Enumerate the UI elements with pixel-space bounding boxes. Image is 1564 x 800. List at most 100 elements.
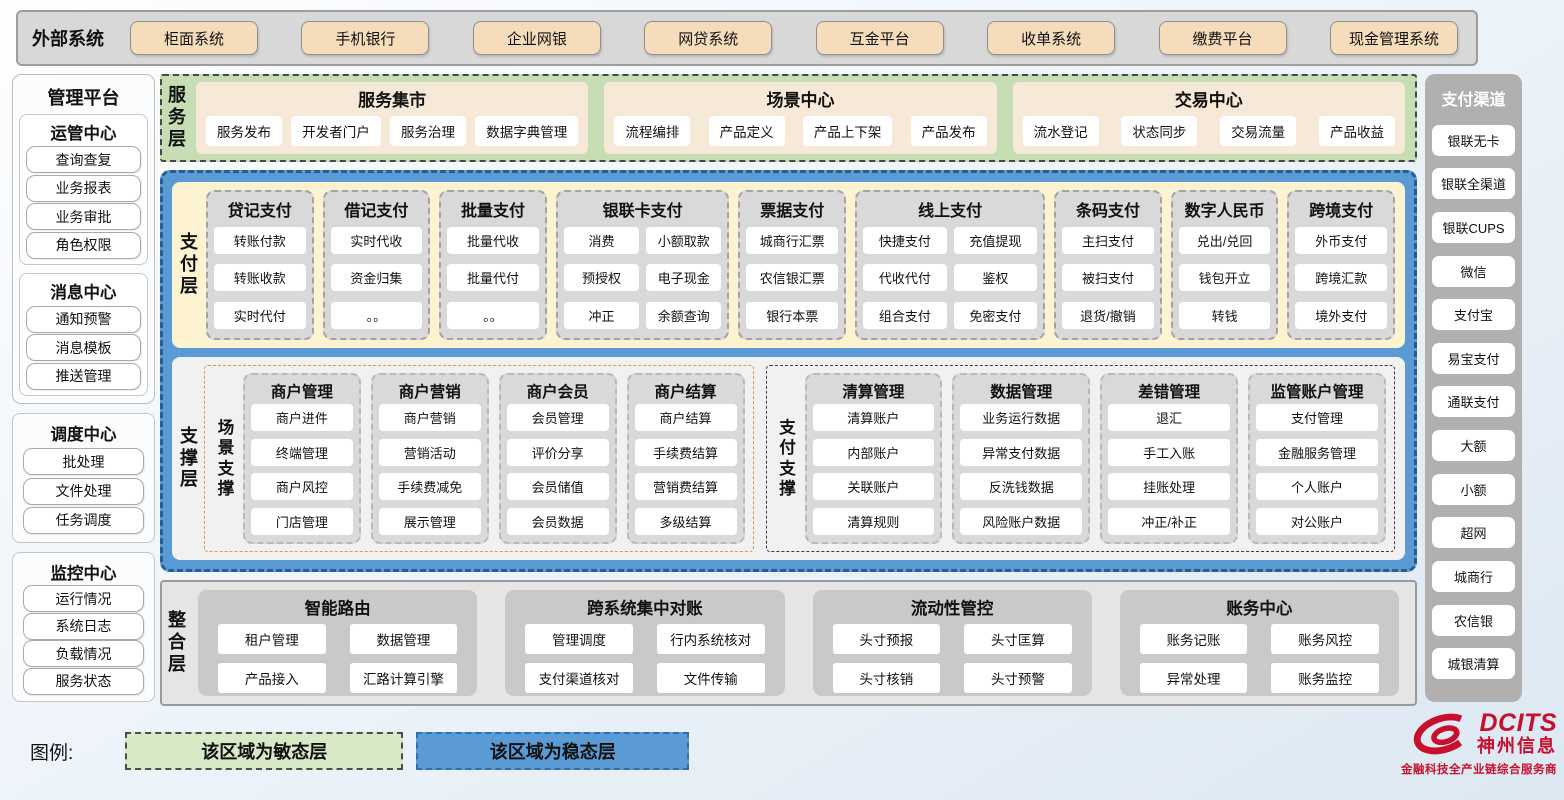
support-column-title: 商户营销 <box>398 384 461 401</box>
service-layer-groups: 服务集市服务发布开发者门户服务治理数据字典管理场景中心流程编排产品定义产品上下架… <box>196 82 1405 154</box>
payment-item: 跨境汇款 <box>1295 264 1388 291</box>
payment-item: 鉴权 <box>953 264 1038 291</box>
payment-column-items: 快捷支付充值提现代收代付鉴权组合支付免密支付 <box>863 223 1038 332</box>
support-column-title: 商户结算 <box>654 384 717 401</box>
payment-channel-item: 银联全渠道 <box>1432 168 1515 200</box>
external-system-item: 手机银行 <box>301 21 430 55</box>
dcits-logo: DCITS 神州信息 金融科技全产业链综合服务商 <box>1385 710 1557 777</box>
service-group-title: 交易中心 <box>1174 91 1243 110</box>
sidebar-item: 任务调度 <box>23 506 144 534</box>
support-item: 对公账户 <box>1256 507 1378 535</box>
payment-item: 充值提现 <box>953 226 1038 254</box>
service-group: 场景中心流程编排产品定义产品上下架产品发布 <box>604 82 997 154</box>
sidebar-item: 运行情况 <box>23 585 144 613</box>
support-column-items: 商户进件终端管理商户风控门店管理 <box>251 403 353 536</box>
payment-item: 银行本票 <box>746 301 839 329</box>
support-column-title: 数据管理 <box>990 384 1053 401</box>
payment-item: 。。 <box>447 301 539 329</box>
legend-stable-layer: 该区域为稳态层 <box>416 732 690 770</box>
payment-item: 退货/撤销 <box>1062 301 1154 329</box>
support-section-label: 支付支撑 <box>779 419 796 498</box>
support-column-title: 商户管理 <box>270 384 333 401</box>
support-column-items: 清算账户内部账户关联账户清算规则 <box>812 403 935 536</box>
support-item: 商户风控 <box>251 473 353 501</box>
integration-item: 头寸预警 <box>964 663 1072 693</box>
payment-item: 批量代收 <box>447 226 539 254</box>
payment-item: 钱包开立 <box>1178 264 1271 291</box>
support-column-items: 业务运行数据异常支付数据反洗钱数据风险账户数据 <box>960 403 1083 536</box>
integration-item: 账务监控 <box>1271 663 1379 693</box>
service-item: 产品定义 <box>708 115 785 146</box>
support-column-items: 会员管理评价分享会员储值会员数据 <box>506 403 609 536</box>
sidebar-item: 系统日志 <box>23 612 144 640</box>
payment-item: 快捷支付 <box>863 226 947 254</box>
support-layer-sections: 场景支撑商户管理商户进件终端管理商户风控门店管理商户营销商户营销营销活动手续费减… <box>204 365 1395 552</box>
sidebar-group-title: 运管中心 <box>50 125 117 143</box>
service-item: 产品收益 <box>1318 115 1395 146</box>
integration-item: 账务风控 <box>1271 624 1379 654</box>
support-column: 差错管理退汇手工入账挂账处理冲正/补正 <box>1100 373 1239 544</box>
payment-item: 农信银汇票 <box>746 264 839 291</box>
integration-layer-groups: 智能路由租户管理数据管理产品接入汇路计算引擎跨系统集中对账管理调度行内系统核对支… <box>194 590 1403 696</box>
support-column: 商户结算商户结算手续费结算营销费结算多级结算 <box>626 373 745 544</box>
support-section-columns: 商户管理商户进件终端管理商户风控门店管理商户营销商户营销营销活动手续费减免展示管… <box>243 373 745 544</box>
sidebar-group-title: 调度中心 <box>50 426 117 444</box>
sidebar-item: 通知预警 <box>26 305 141 333</box>
payment-channel-item: 银联无卡 <box>1432 124 1515 156</box>
legend-agile-layer: 该区域为敏态层 <box>125 732 404 770</box>
service-item: 交易流量 <box>1220 115 1297 146</box>
support-item: 展示管理 <box>378 507 481 535</box>
payment-column: 跨境支付外币支付跨境汇款境外支付 <box>1287 190 1396 340</box>
payment-column-items: 转账付款转账收款实时代付 <box>214 223 306 332</box>
integration-item: 产品接入 <box>218 663 326 693</box>
payment-channel-item: 微信 <box>1432 255 1515 287</box>
support-column: 商户营销商户营销营销活动手续费减免展示管理 <box>370 373 489 544</box>
support-column-title: 监管账户管理 <box>1270 384 1364 401</box>
service-group-items: 流水登记状态同步交易流量产品收益 <box>1022 113 1395 148</box>
support-column: 监管账户管理支付管理金融服务管理个人账户对公账户 <box>1248 373 1386 544</box>
dcits-tagline: 金融科技全产业链综合服务商 <box>1401 764 1557 776</box>
payment-item: 冲正 <box>563 301 640 329</box>
support-column: 清算管理清算账户内部账户关联账户清算规则 <box>804 373 943 544</box>
service-item: 服务治理 <box>390 115 467 146</box>
external-system-item: 网贷系统 <box>644 21 773 55</box>
support-column-title: 清算管理 <box>842 384 905 401</box>
payment-channel-item: 小额 <box>1432 473 1515 505</box>
support-item: 手续费减免 <box>378 473 481 501</box>
payment-item: 被扫支付 <box>1062 264 1154 291</box>
support-column-title: 商户会员 <box>526 384 589 401</box>
support-layer: 支撑层 场景支撑商户管理商户进件终端管理商户风控门店管理商户营销商户营销营销活动… <box>172 357 1405 560</box>
support-item: 风险账户数据 <box>960 507 1083 535</box>
integration-group: 跨系统集中对账管理调度行内系统核对支付渠道核对文件传输 <box>505 590 785 696</box>
integration-item: 管理调度 <box>525 624 633 654</box>
integration-item: 头寸预报 <box>832 624 941 654</box>
payment-item: 小额取款 <box>646 226 722 254</box>
service-group-items: 流程编排产品定义产品上下架产品发布 <box>614 113 987 148</box>
sidebar-group: 调度中心批处理文件处理任务调度 <box>12 413 155 543</box>
support-item: 多级结算 <box>634 507 737 535</box>
payment-channel-item: 易宝支付 <box>1432 342 1515 374</box>
support-item: 业务运行数据 <box>960 404 1083 432</box>
payment-item: 余额查询 <box>646 301 722 329</box>
support-item: 个人账户 <box>1256 473 1378 501</box>
dcits-logo-texts: DCITS 神州信息 <box>1477 708 1557 758</box>
integration-group-items: 账务记账账务风控异常处理账务监控 <box>1132 622 1387 693</box>
external-system-item: 企业网银 <box>472 21 601 55</box>
payment-channel-item: 城银清算 <box>1432 648 1515 680</box>
service-item: 开发者门户 <box>291 115 381 146</box>
integration-item: 行内系统核对 <box>656 624 765 654</box>
sidebar-item: 业务审批 <box>26 203 141 231</box>
payment-channel-item: 支付宝 <box>1432 299 1515 331</box>
support-section-columns: 清算管理清算账户内部账户关联账户清算规则 数据管理业务运行数据异常支付数据反洗钱数… <box>804 373 1386 544</box>
payment-item: 预授权 <box>563 264 640 291</box>
payment-channels-title: 支付渠道 <box>1441 92 1506 109</box>
integration-layer-label: 整合层 <box>168 610 186 674</box>
dcits-logo-top: DCITS 神州信息 <box>1385 710 1557 758</box>
payment-item: 主扫支付 <box>1062 226 1154 254</box>
dcits-brand: DCITS <box>1479 708 1557 737</box>
management-platform-sidebar: 管理平台 运管中心查询查复业务报表业务审批角色权限消息中心通知预警消息模板推送管… <box>12 74 155 702</box>
support-item: 会员储值 <box>506 473 609 501</box>
payment-column: 贷记支付转账付款转账收款实时代付 <box>206 190 314 340</box>
payment-layer-label: 支付层 <box>180 232 198 296</box>
